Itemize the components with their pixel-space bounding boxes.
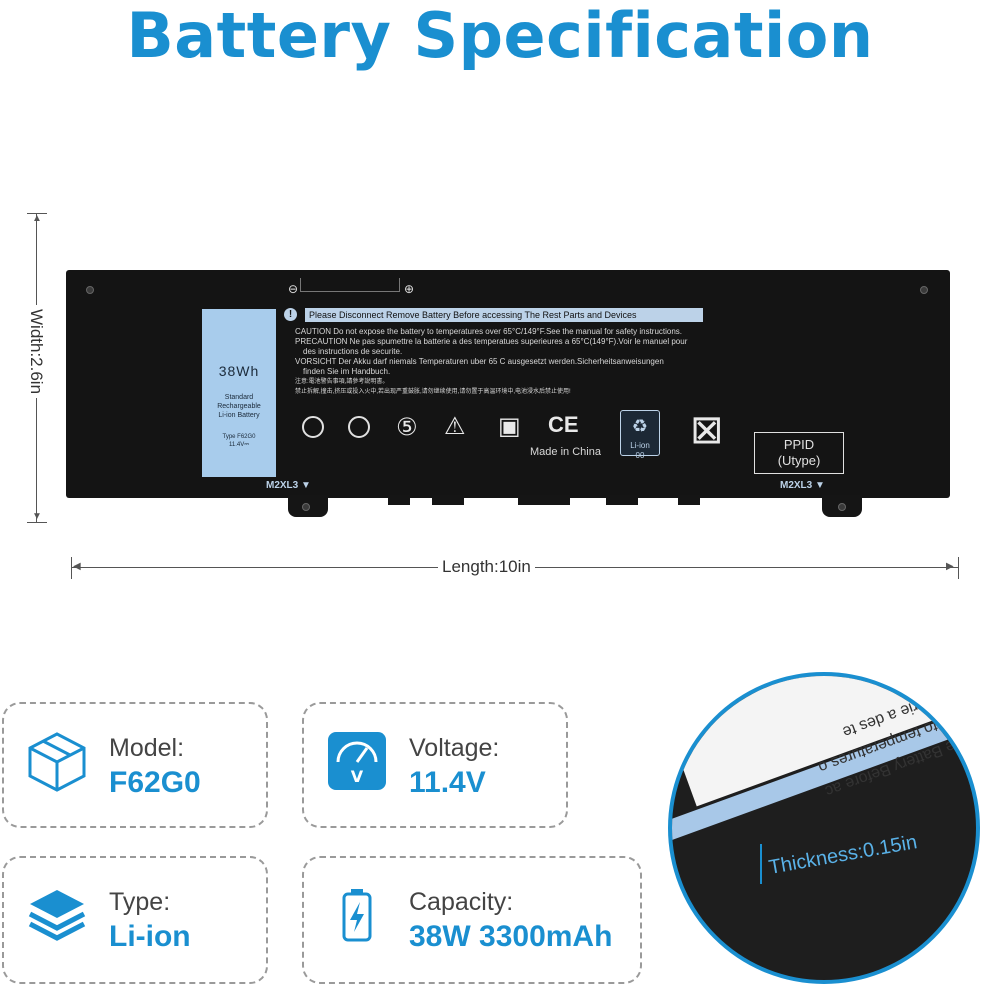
liion-text: Li-ion Battery xyxy=(218,412,260,419)
ce-mark-icon: CE xyxy=(548,412,579,437)
model-value: F62G0 xyxy=(109,766,201,799)
rechargeable-text: Rechargeable xyxy=(217,403,261,410)
length-tick-right xyxy=(958,557,959,579)
warning-bar: Please Disconnect Remove Battery Before … xyxy=(305,308,703,322)
thickness-label: Thickness:0.15in xyxy=(767,831,919,879)
recycle-5-icon: ⑤ xyxy=(396,414,418,441)
length-tick-left xyxy=(71,557,72,579)
width-label: Width:2.6in xyxy=(26,305,46,399)
capacity-value: 38W 3300mAh xyxy=(409,920,613,953)
polarity-icon xyxy=(348,416,370,438)
capacity-card: Capacity: 38W 3300mAh xyxy=(302,856,642,984)
width-tick-bottom xyxy=(27,522,47,523)
screw-hole xyxy=(302,503,310,511)
plus-icon: ⊕ xyxy=(404,282,415,296)
battery-tab xyxy=(388,495,410,505)
type-value: Li-ion xyxy=(109,920,191,953)
caution-text: CAUTION Do not expose the battery to tem… xyxy=(295,327,688,395)
minus-icon: ⊖ xyxy=(288,282,299,296)
thickness-zoom-circle: umettre la batterie a des te the battery… xyxy=(668,672,980,984)
page-title: Battery Specification xyxy=(126,0,874,72)
screw-hole xyxy=(920,286,928,294)
type-label: Type: xyxy=(109,888,171,916)
arrow-left-icon: ◀ xyxy=(73,561,81,572)
battery-tab xyxy=(606,495,638,505)
type-card: Type: Li-ion xyxy=(2,856,268,984)
screw-hole xyxy=(838,503,846,511)
capacity-wh: 38Wh xyxy=(218,363,260,379)
capacity-label-panel: 38Wh Standard Rechargeable Li-ion Batter… xyxy=(202,309,276,477)
arrow-down-icon: ▼ xyxy=(32,511,42,522)
battery-charge-icon xyxy=(342,889,372,942)
arrow-right-icon: ▶ xyxy=(946,561,954,572)
thickness-marker xyxy=(760,844,762,884)
warning-icon: ! xyxy=(284,308,297,321)
ppid-box: PPID (Utype) xyxy=(754,432,844,474)
no-disassemble-icon xyxy=(302,416,324,438)
capacity-label: Capacity: xyxy=(409,888,514,916)
warning-triangle-icon: ⚠ xyxy=(444,413,466,440)
model-label: Model: xyxy=(109,734,185,762)
model-code-left: M2XL3 ▼ xyxy=(266,480,311,491)
battery-tab xyxy=(518,495,570,505)
voltmeter-icon: V xyxy=(328,732,386,790)
model-card: Model: F62G0 xyxy=(2,702,268,828)
standard-text: Standard xyxy=(224,394,254,401)
voltage-card: V Voltage: 11.4V xyxy=(302,702,568,828)
made-in-china: Made in China xyxy=(530,446,601,458)
voltage-value: 11.4V xyxy=(409,766,486,799)
connector-bracket xyxy=(300,278,400,292)
layers-icon xyxy=(28,890,86,941)
voltage-small: 11.4V⎓ xyxy=(228,442,250,448)
battery-tab xyxy=(678,495,700,505)
crossed-bin-icon: ⊠ xyxy=(690,408,724,452)
battery-tab xyxy=(432,495,464,505)
voltage-label: Voltage: xyxy=(409,734,500,762)
certification-icon: ▣ xyxy=(498,413,521,440)
model-code-right: M2XL3 ▼ xyxy=(780,480,825,491)
width-tick-top xyxy=(27,213,47,214)
cube-icon xyxy=(28,732,86,792)
svg-text:V: V xyxy=(351,767,364,786)
type-code: Type F62G0 xyxy=(222,434,256,440)
recycle-icon: ♻Li-ion 00 xyxy=(620,410,660,460)
arrow-up-icon: ▲ xyxy=(32,213,42,224)
screw-hole xyxy=(86,286,94,294)
length-label: Length:10in xyxy=(438,557,535,577)
